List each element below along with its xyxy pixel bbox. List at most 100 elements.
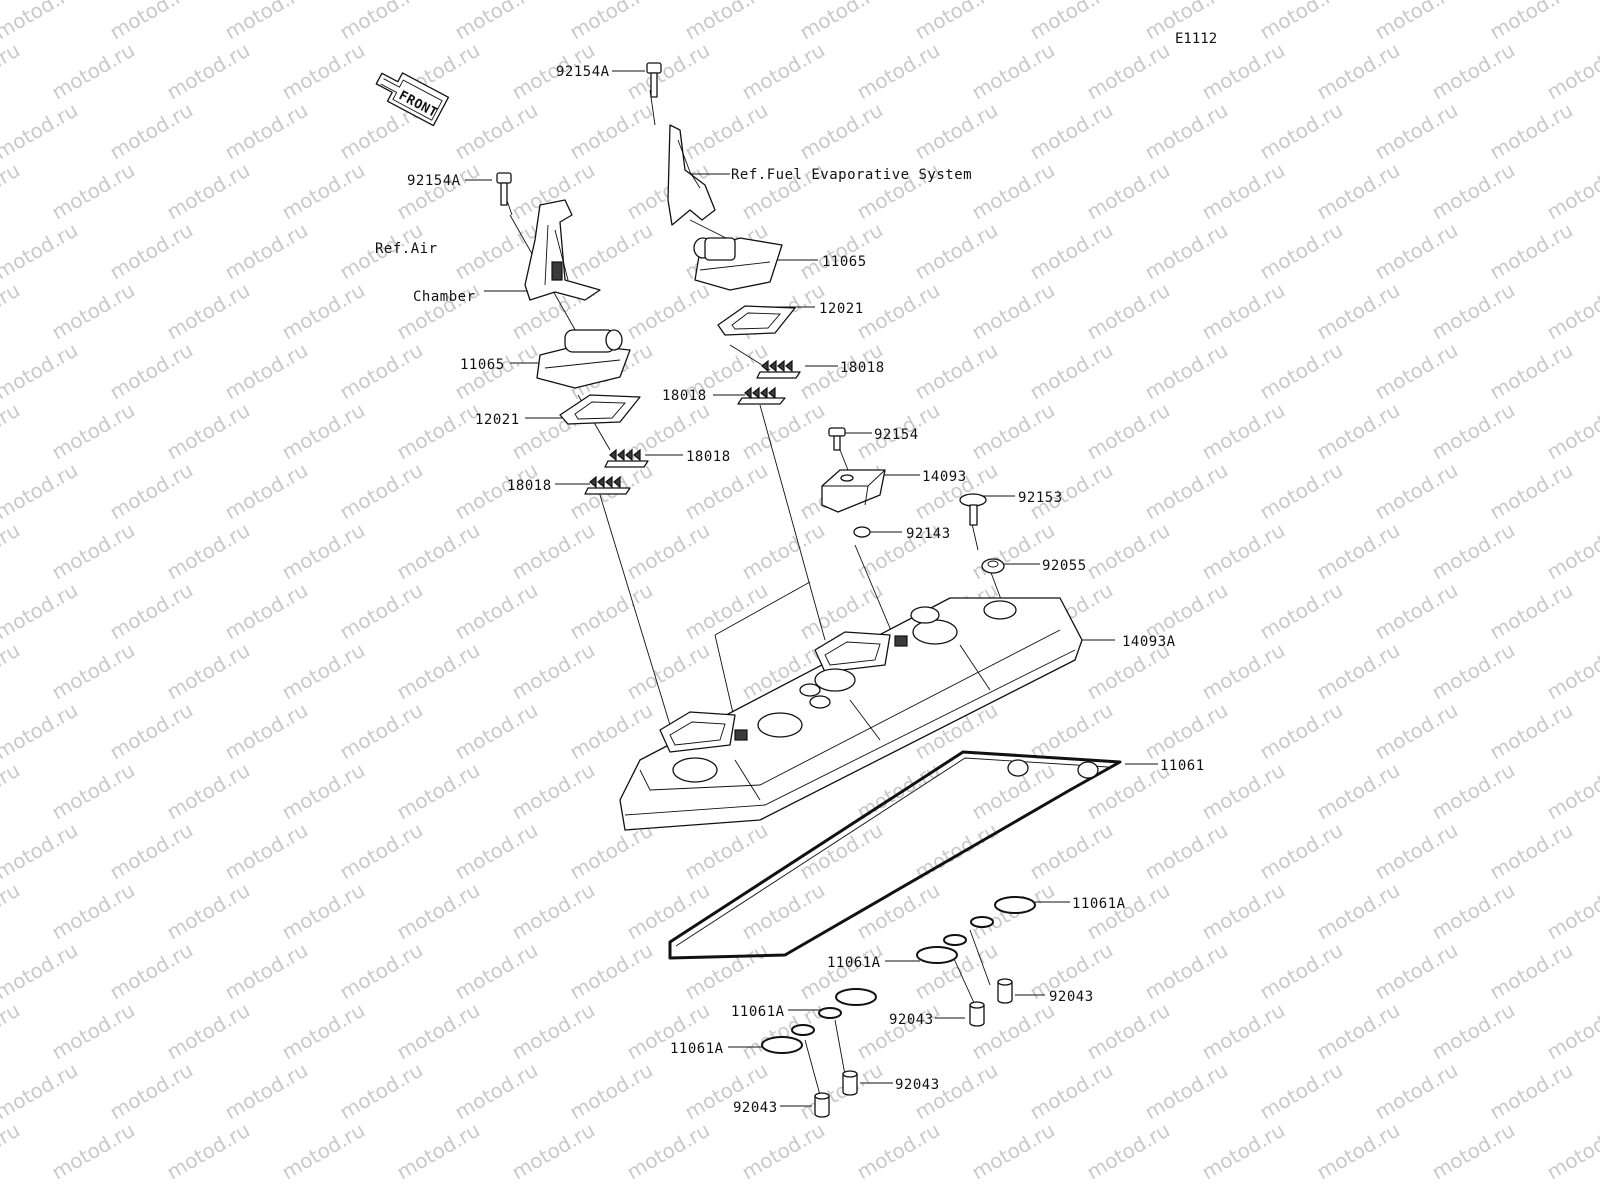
watermark-text: motod.ru <box>163 1118 254 1185</box>
bolt-92154A-left-icon <box>496 172 512 206</box>
watermark-text: motod.ru <box>48 278 139 345</box>
watermark-text: motod.ru <box>1256 98 1347 165</box>
watermark-text: motod.ru <box>1026 98 1117 165</box>
watermark-text: motod.ru <box>1428 278 1519 345</box>
watermark-text: motod.ru <box>1543 878 1600 945</box>
watermark-text: motod.ru <box>566 98 657 165</box>
label-92154A-left: 92154A <box>407 173 461 189</box>
watermark-text: motod.ru <box>0 398 24 465</box>
bolt-92154A-top-icon <box>646 62 662 98</box>
label-12021-left: 12021 <box>475 412 520 428</box>
watermark-text: motod.ru <box>508 878 599 945</box>
label-92043-3: 92043 <box>895 1077 940 1093</box>
watermark-text: motod.ru <box>1256 218 1347 285</box>
watermark-text: motod.ru <box>1141 458 1232 525</box>
watermark-text: motod.ru <box>566 698 657 765</box>
watermark-text: motod.ru <box>451 0 542 44</box>
watermark-text: motod.ru <box>336 698 427 765</box>
watermark-text: motod.ru <box>623 278 714 345</box>
watermark-text: motod.ru <box>106 0 197 44</box>
watermark-text: motod.ru <box>106 338 197 405</box>
watermark-text: motod.ru <box>968 158 1059 225</box>
watermark-text: motod.ru <box>48 518 139 585</box>
watermark-text: motod.ru <box>451 578 542 645</box>
watermark-text: motod.ru <box>1543 398 1600 465</box>
gasket-12021-right-icon <box>717 305 796 336</box>
watermark-text: motod.ru <box>336 458 427 525</box>
watermark-text: motod.ru <box>1083 998 1174 1065</box>
watermark-text: motod.ru <box>1256 578 1347 645</box>
bolt-92153-icon <box>959 493 987 526</box>
watermark-text: motod.ru <box>48 158 139 225</box>
watermark-text: motod.ru <box>853 998 944 1065</box>
watermark-text: motod.ru <box>163 518 254 585</box>
cylinder-head-cover-14093A-icon <box>619 597 1083 831</box>
watermark-text: motod.ru <box>1543 38 1600 105</box>
watermark-text: motod.ru <box>1083 518 1174 585</box>
watermark-text: motod.ru <box>106 458 197 525</box>
watermark-text: motod.ru <box>1198 878 1289 945</box>
watermark-text: motod.ru <box>1198 998 1289 1065</box>
diagram-id: E1112 <box>1175 31 1217 47</box>
watermark-text: motod.ru <box>48 38 139 105</box>
watermark-text: motod.ru <box>1486 218 1577 285</box>
watermark-text: motod.ru <box>0 698 82 765</box>
watermark-text: motod.ru <box>48 638 139 705</box>
watermark-text: motod.ru <box>48 878 139 945</box>
watermark-text: motod.ru <box>508 1118 599 1185</box>
watermark-text: motod.ru <box>681 818 772 885</box>
label-11061A-4: 11061A <box>670 1041 724 1057</box>
watermark-text: motod.ru <box>0 218 82 285</box>
watermark-text: motod.ru <box>1428 398 1519 465</box>
watermark-text: motod.ru <box>393 1118 484 1185</box>
watermark-text: motod.ru <box>1256 1058 1347 1125</box>
watermark-text: motod.ru <box>1371 938 1462 1005</box>
label-92055: 92055 <box>1042 558 1087 574</box>
watermark-text: motod.ru <box>623 518 714 585</box>
label-92043-1: 92043 <box>1049 989 1094 1005</box>
label-14093A: 14093A <box>1122 634 1176 650</box>
watermark-text: motod.ru <box>1256 938 1347 1005</box>
watermark-text: motod.ru <box>393 998 484 1065</box>
front-arrow-icon <box>375 72 450 127</box>
watermark-text: motod.ru <box>1026 818 1117 885</box>
watermark-text: motod.ru <box>1198 38 1289 105</box>
watermark-text: motod.ru <box>738 38 829 105</box>
watermark-text: motod.ru <box>278 758 369 825</box>
watermark-text: motod.ru <box>1486 698 1577 765</box>
label-92154A-top: 92154A <box>556 64 610 80</box>
watermark-text: motod.ru <box>968 278 1059 345</box>
watermark-text: motod.ru <box>0 938 82 1005</box>
watermark-text: motod.ru <box>0 998 24 1065</box>
watermark-text: motod.ru <box>221 338 312 405</box>
label-92143: 92143 <box>906 526 951 542</box>
watermark-text: motod.ru <box>968 398 1059 465</box>
watermark-text: motod.ru <box>163 278 254 345</box>
watermark-text: motod.ru <box>0 578 82 645</box>
watermark-text: motod.ru <box>738 1118 829 1185</box>
watermark-text: motod.ru <box>393 278 484 345</box>
fuel-evap-bracket-icon <box>667 124 716 226</box>
watermark-text: motod.ru <box>278 518 369 585</box>
watermark-text: motod.ru <box>163 998 254 1065</box>
watermark-text: motod.ru <box>1371 698 1462 765</box>
watermark-text: motod.ru <box>911 458 1002 525</box>
watermark-text: motod.ru <box>1141 338 1232 405</box>
label-11065-right: 11065 <box>822 254 867 270</box>
watermark-text: motod.ru <box>1428 758 1519 825</box>
watermark-text: motod.ru <box>1141 1058 1232 1125</box>
gasket-12021-left-icon <box>559 394 641 425</box>
watermark-text: motod.ru <box>1486 98 1577 165</box>
watermark-text: motod.ru <box>1083 278 1174 345</box>
watermark-text: motod.ru <box>163 38 254 105</box>
watermark-text: motod.ru <box>1371 578 1462 645</box>
watermark-text: motod.ru <box>221 0 312 44</box>
watermark-text: motod.ru <box>163 158 254 225</box>
holder-14093-icon <box>821 469 886 513</box>
watermark-text: motod.ru <box>1428 638 1519 705</box>
watermark-text: motod.ru <box>1371 1058 1462 1125</box>
label-ref-air-line1: Ref.Air <box>375 241 438 257</box>
watermark-text: motod.ru <box>623 878 714 945</box>
watermark-text: motod.ru <box>393 398 484 465</box>
watermark-text: motod.ru <box>336 938 427 1005</box>
